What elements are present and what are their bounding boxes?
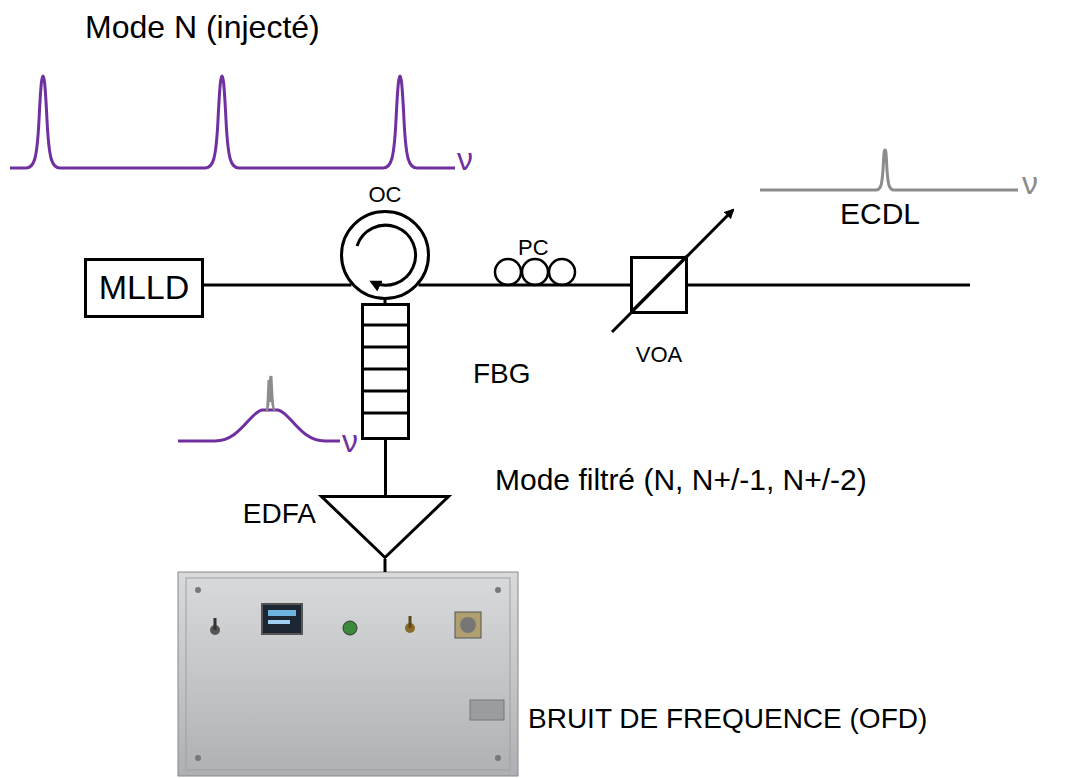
amplifier-triangle-shape <box>322 497 449 558</box>
laser-box: MLLD <box>84 258 204 318</box>
fiber-link <box>419 284 630 287</box>
spectrum-caption: Mode filtré (N, N+/-1, N+/-2) <box>495 463 867 496</box>
frequency-axis: ν <box>1022 166 1038 201</box>
filtered-peak <box>266 376 275 410</box>
node-label: OC <box>369 183 402 207</box>
node-label: VOA <box>636 343 682 367</box>
attenuator-box: VOA <box>630 256 688 314</box>
ecdl-fiber <box>688 284 970 287</box>
circulator-circle: OC <box>340 210 430 300</box>
circulator-arrow <box>357 225 416 285</box>
grating-box: FBG <box>361 303 410 440</box>
fiber-link <box>384 559 387 572</box>
node-label: EDFA <box>243 499 316 530</box>
spectrum-caption: Mode N (injecté) <box>85 10 320 45</box>
node-label: MLLD <box>99 269 190 306</box>
comb-spectrum <box>10 76 455 168</box>
node-label: FBG <box>473 359 531 390</box>
frequency-axis: ν <box>457 142 473 177</box>
fiber-link <box>384 440 387 495</box>
grating-bars <box>362 325 409 413</box>
amplifier-outline <box>320 495 450 559</box>
voa-variable-arrow <box>612 210 733 332</box>
node-label: BRUIT DE FREQUENCE (OFD) <box>528 704 927 735</box>
component-label: PC <box>518 236 549 260</box>
laser-spectrum <box>760 150 1018 190</box>
ofd-instrument <box>178 572 518 776</box>
amplifier-triangle: EDFA <box>320 495 450 559</box>
component-label: ECDL <box>840 197 920 230</box>
frequency-axis: ν <box>342 424 358 459</box>
instrument-panel: BRUIT DE FREQUENCE (OFD) <box>178 572 518 776</box>
filtered-spectrum <box>178 410 340 441</box>
fiber-link <box>204 284 351 287</box>
polarization-loops <box>495 259 575 285</box>
